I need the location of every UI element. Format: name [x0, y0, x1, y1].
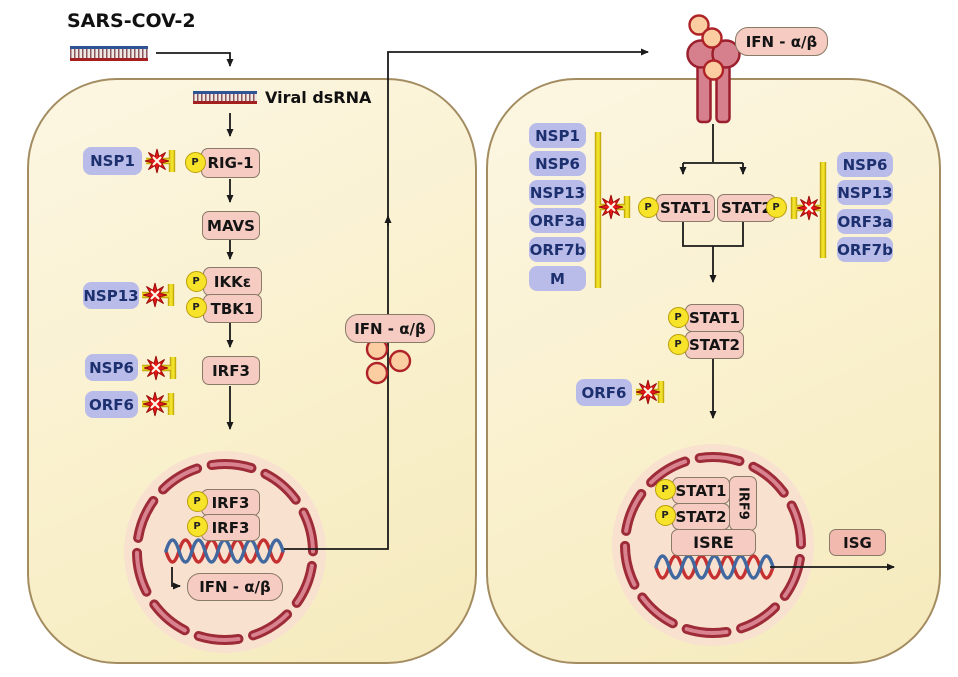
inhibitor-col-right-orf3a: ORF3a — [837, 209, 893, 234]
nucleus-stat2: STAT2 — [672, 503, 730, 530]
inhibitor-nsp6: NSP6 — [85, 354, 138, 381]
inhibition-burst-icon — [143, 147, 171, 175]
ifn-receptor — [686, 39, 741, 124]
ifn-molecule-icon — [701, 27, 723, 49]
phospho-badge: P — [654, 478, 676, 500]
ifn-molecule-icon — [702, 59, 725, 81]
nucleus-stat1: STAT1 — [672, 477, 730, 504]
phospho-badge: P — [654, 504, 676, 526]
stat-join-bracket — [682, 222, 744, 247]
inhibitor-nsp13: NSP13 — [83, 282, 139, 309]
secreted-ifn-label: IFN - α/β — [345, 314, 435, 343]
virus-dsrna-graphic — [70, 46, 148, 61]
node-ikke: IKKε — [203, 267, 262, 296]
inhibition-burst-icon — [141, 390, 169, 418]
phospho-badge: P — [185, 270, 207, 292]
ifn-secretion-arrow — [284, 48, 649, 550]
nucleus-isre: ISRE — [671, 529, 756, 556]
ifn-molecules — [365, 14, 725, 385]
node-pstat1: STAT1 — [685, 304, 744, 332]
phospho-badge: P — [637, 196, 659, 218]
node-irf3: IRF3 — [202, 356, 260, 385]
viral-dsrna-label: Viral dsRNA — [265, 88, 372, 107]
inhibition-burst-icon — [141, 281, 169, 309]
inhibitor-col-right-orf7b: ORF7b — [837, 237, 893, 262]
node-pstat2: STAT2 — [685, 331, 744, 359]
phospho-badge: P — [185, 296, 207, 318]
phospho-badge: P — [765, 196, 787, 218]
inhibitor-col-left-nsp13: NSP13 — [529, 180, 586, 205]
nucleus-irf3-a: IRF3 — [201, 489, 260, 516]
dna-to-ifn-arrow — [171, 567, 181, 590]
ifn-molecule-icon — [388, 349, 412, 373]
ifn-molecule-icon — [365, 361, 389, 385]
ifn-molecule-icon — [688, 14, 710, 36]
node-rig1: RIG-1 — [201, 148, 260, 178]
inhibitor-nsp1: NSP1 — [83, 147, 142, 175]
phospho-badge: P — [184, 151, 206, 173]
receptor-ifn-label: IFN - α/β — [735, 27, 828, 56]
node-tbk1: TBK1 — [203, 294, 262, 323]
nucleus-ifn-label: IFN - α/β — [187, 573, 283, 601]
inhibitor-orf6: ORF6 — [85, 391, 138, 418]
nucleus-irf3-b: IRF3 — [201, 514, 260, 541]
phospho-badge: P — [186, 490, 208, 512]
node-mavs: MAVS — [202, 211, 260, 240]
nucleus-irf9: IRF9 — [729, 476, 757, 531]
phospho-badge: P — [186, 515, 208, 537]
isg-box: ISG — [829, 529, 886, 556]
left-nucleus — [124, 451, 326, 653]
page-title: SARS-COV-2 — [67, 10, 196, 32]
inhibitor-col-left-nsp1: NSP1 — [529, 123, 586, 148]
inhibition-burst-icon — [597, 193, 625, 221]
inhibition-burst-icon — [795, 194, 823, 222]
phospho-badge: P — [667, 306, 689, 328]
viral-dsrna-graphic — [193, 91, 257, 104]
inhibitor-col-left-orf7b: ORF7b — [529, 237, 586, 262]
inhibitor-col-left-nsp6: NSP6 — [529, 151, 586, 176]
inhibitor-orf6-right: ORF6 — [576, 379, 632, 406]
inhibitor-col-right-nsp13: NSP13 — [837, 180, 893, 205]
phospho-badge: P — [667, 333, 689, 355]
node-stat1: STAT1 — [656, 194, 715, 222]
inhibitor-col-right-nsp6: NSP6 — [837, 152, 893, 177]
inhibition-burst-icon — [634, 378, 662, 406]
inhibitor-col-left-orf3a: ORF3a — [529, 208, 586, 233]
inhibition-burst-icon — [142, 354, 170, 382]
inhibitor-col-left-m: M — [529, 266, 586, 291]
signal-arrows — [156, 48, 895, 590]
virus-entry-arrow — [156, 52, 234, 67]
